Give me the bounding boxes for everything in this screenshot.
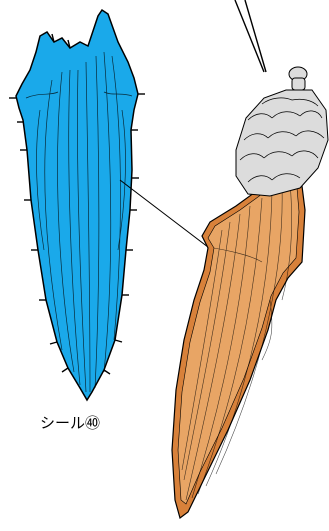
blade-part xyxy=(172,170,305,518)
pointer-lines xyxy=(235,0,266,72)
sticker-40-label: シール㊵ xyxy=(40,412,100,433)
hilt-part xyxy=(236,67,328,196)
